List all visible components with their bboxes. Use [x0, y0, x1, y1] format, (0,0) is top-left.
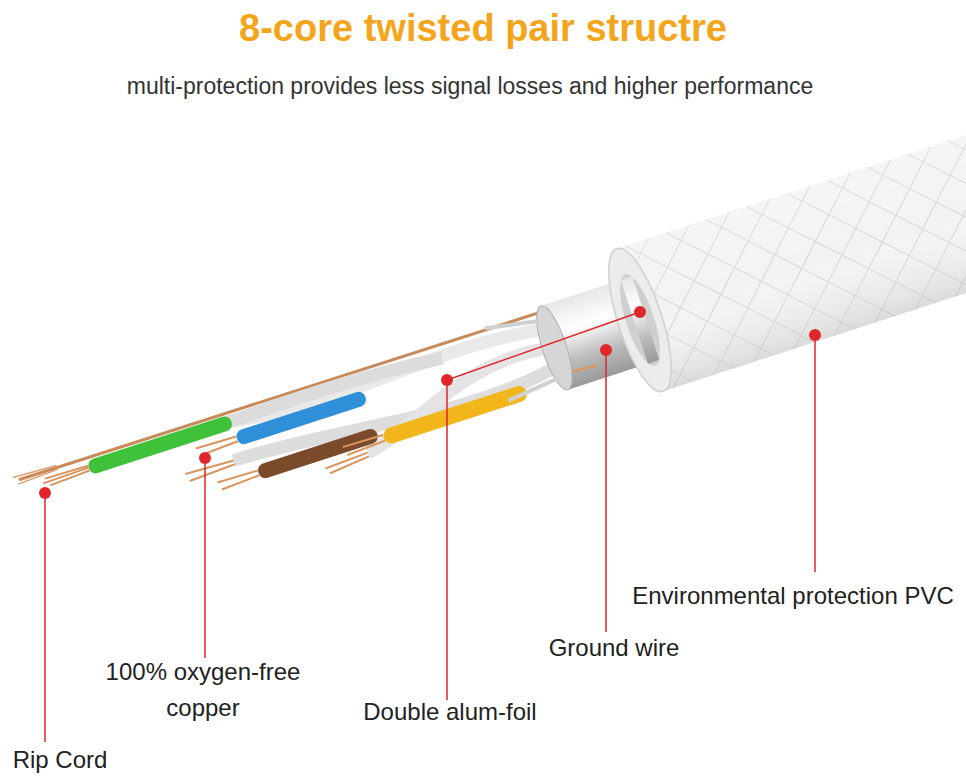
subtitle: multi-protection provides less signal lo… — [20, 68, 920, 104]
part-label: Environmental protection PVC — [628, 578, 958, 614]
part-label: 100% oxygen-free copper — [78, 654, 328, 726]
part-label: Double alum-foil — [330, 694, 570, 730]
part-label: Rip Cord — [0, 742, 120, 778]
part-label: Ground wire — [524, 630, 704, 666]
title: 8-core twisted pair structre — [120, 6, 846, 50]
